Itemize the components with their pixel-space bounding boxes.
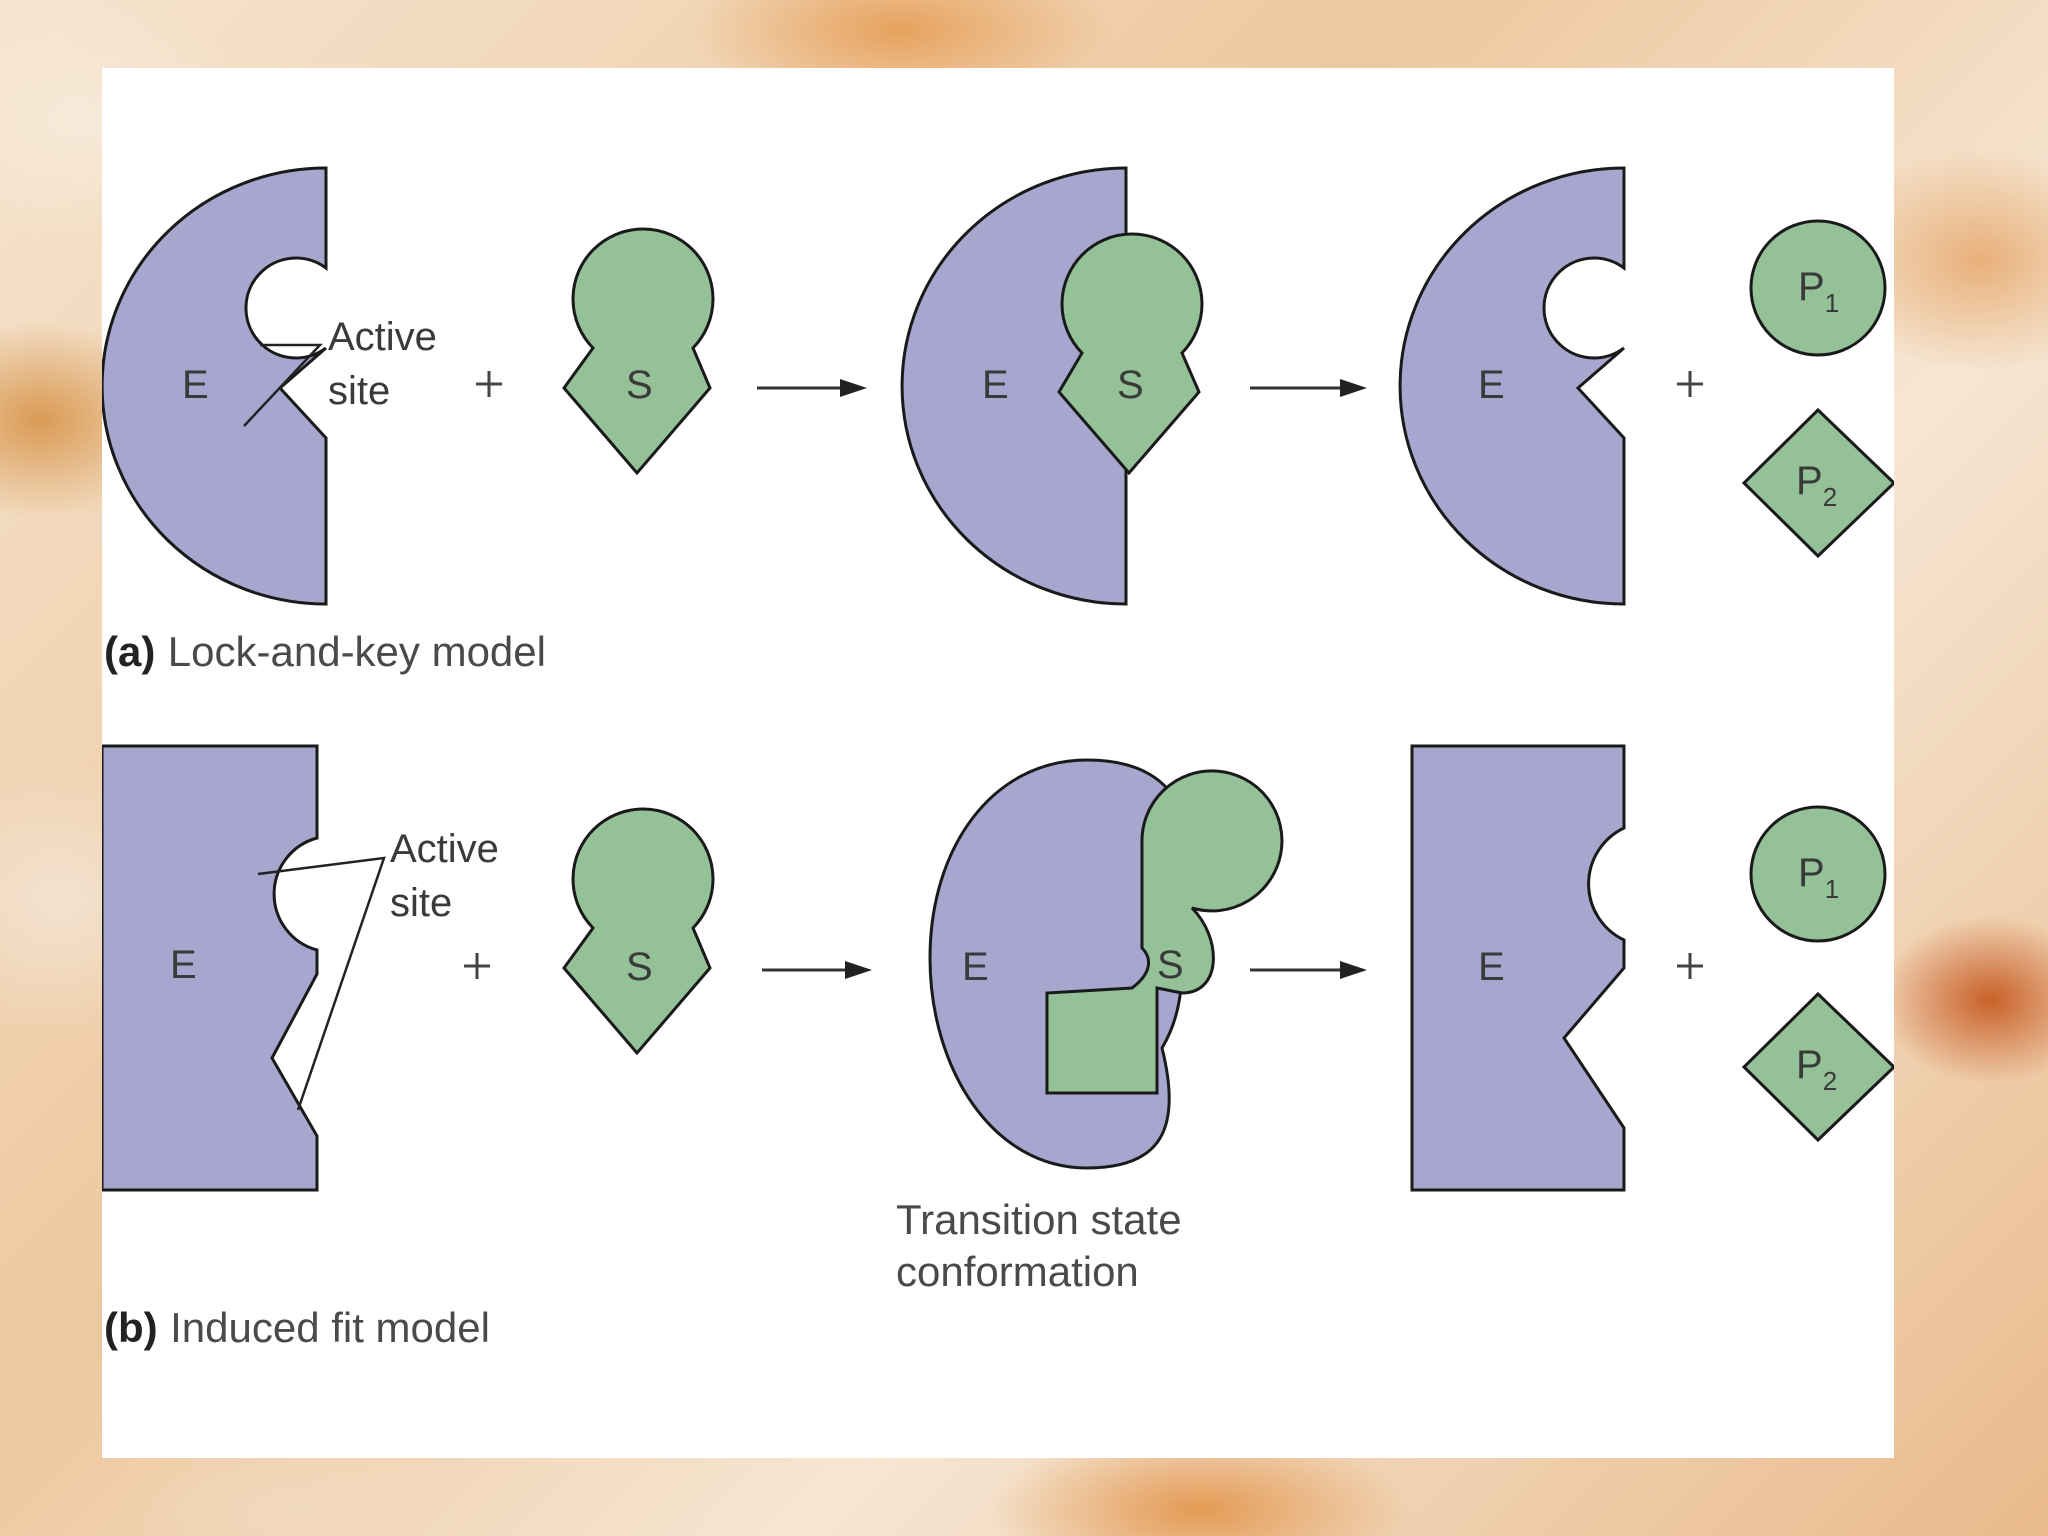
product-2-shape-a xyxy=(1741,407,1894,559)
caption-b: (b) Induced fit model xyxy=(104,1304,490,1351)
product-1-shape-a xyxy=(1749,219,1887,357)
enzyme-label-b2: E xyxy=(962,945,989,989)
enzyme-shape-a1 xyxy=(102,166,328,606)
enzyme-label-a3: E xyxy=(1478,363,1505,407)
active-site-pointer-a xyxy=(243,343,323,427)
plus-sign-a2 xyxy=(1677,371,1703,397)
product-1-shape-b xyxy=(1749,805,1887,943)
enzyme-label-a2: E xyxy=(982,363,1009,407)
active-site-label-b-line1: Active xyxy=(390,827,499,871)
reaction-arrow-a2 xyxy=(1250,379,1367,397)
active-site-label-a-line2: site xyxy=(328,369,390,413)
enzyme-shape-b3 xyxy=(1410,744,1626,1192)
active-site-label-a-line1: Active xyxy=(328,315,437,359)
substrate-distorted-shape-b xyxy=(1045,769,1284,1095)
enzyme-shape-a3 xyxy=(1398,166,1626,606)
caption-a: (a) Lock-and-key model xyxy=(104,628,546,675)
substrate-bound-shape-a xyxy=(1057,232,1204,476)
substrate-label-a: S xyxy=(626,363,653,407)
substrate-label-b2: S xyxy=(1157,943,1184,987)
enzyme-label-b3: E xyxy=(1478,945,1505,989)
substrate-shape-a xyxy=(562,227,715,476)
product-1-label-a: P1 xyxy=(1798,265,1839,318)
substrate-label-b: S xyxy=(626,945,653,989)
transition-state-label-line2: conformation xyxy=(896,1248,1139,1295)
plus-sign-b1 xyxy=(464,953,490,979)
plus-sign-b2 xyxy=(1677,953,1703,979)
lock-and-key-row: E Active site S E S E xyxy=(102,166,1894,675)
active-site-label-b-line2: site xyxy=(390,881,452,925)
enzyme-label-b1: E xyxy=(170,943,197,987)
enzyme-shape-b1 xyxy=(102,744,319,1192)
reaction-arrow-a1 xyxy=(757,379,867,397)
product-1-label-b: P1 xyxy=(1798,851,1839,904)
enzyme-label-a1: E xyxy=(182,363,209,407)
substrate-label-a2: S xyxy=(1117,363,1144,407)
transition-state-label-line1: Transition state xyxy=(896,1196,1182,1243)
substrate-shape-b xyxy=(562,807,715,1056)
induced-fit-row: E Active site S E S Transition state con… xyxy=(102,744,1894,1351)
product-2-label-a: P2 xyxy=(1796,459,1837,512)
reaction-arrow-b2 xyxy=(1250,961,1367,979)
product-2-shape-b xyxy=(1741,991,1894,1143)
active-site-pointer-b xyxy=(257,856,386,1111)
reaction-arrow-b1 xyxy=(762,961,872,979)
enzyme-models-diagram: E Active site S E S E xyxy=(102,166,1894,1351)
product-2-label-b: P2 xyxy=(1796,1043,1837,1096)
plus-sign-a1 xyxy=(476,371,502,397)
diagram-panel: E Active site S E S E xyxy=(102,68,1894,1458)
